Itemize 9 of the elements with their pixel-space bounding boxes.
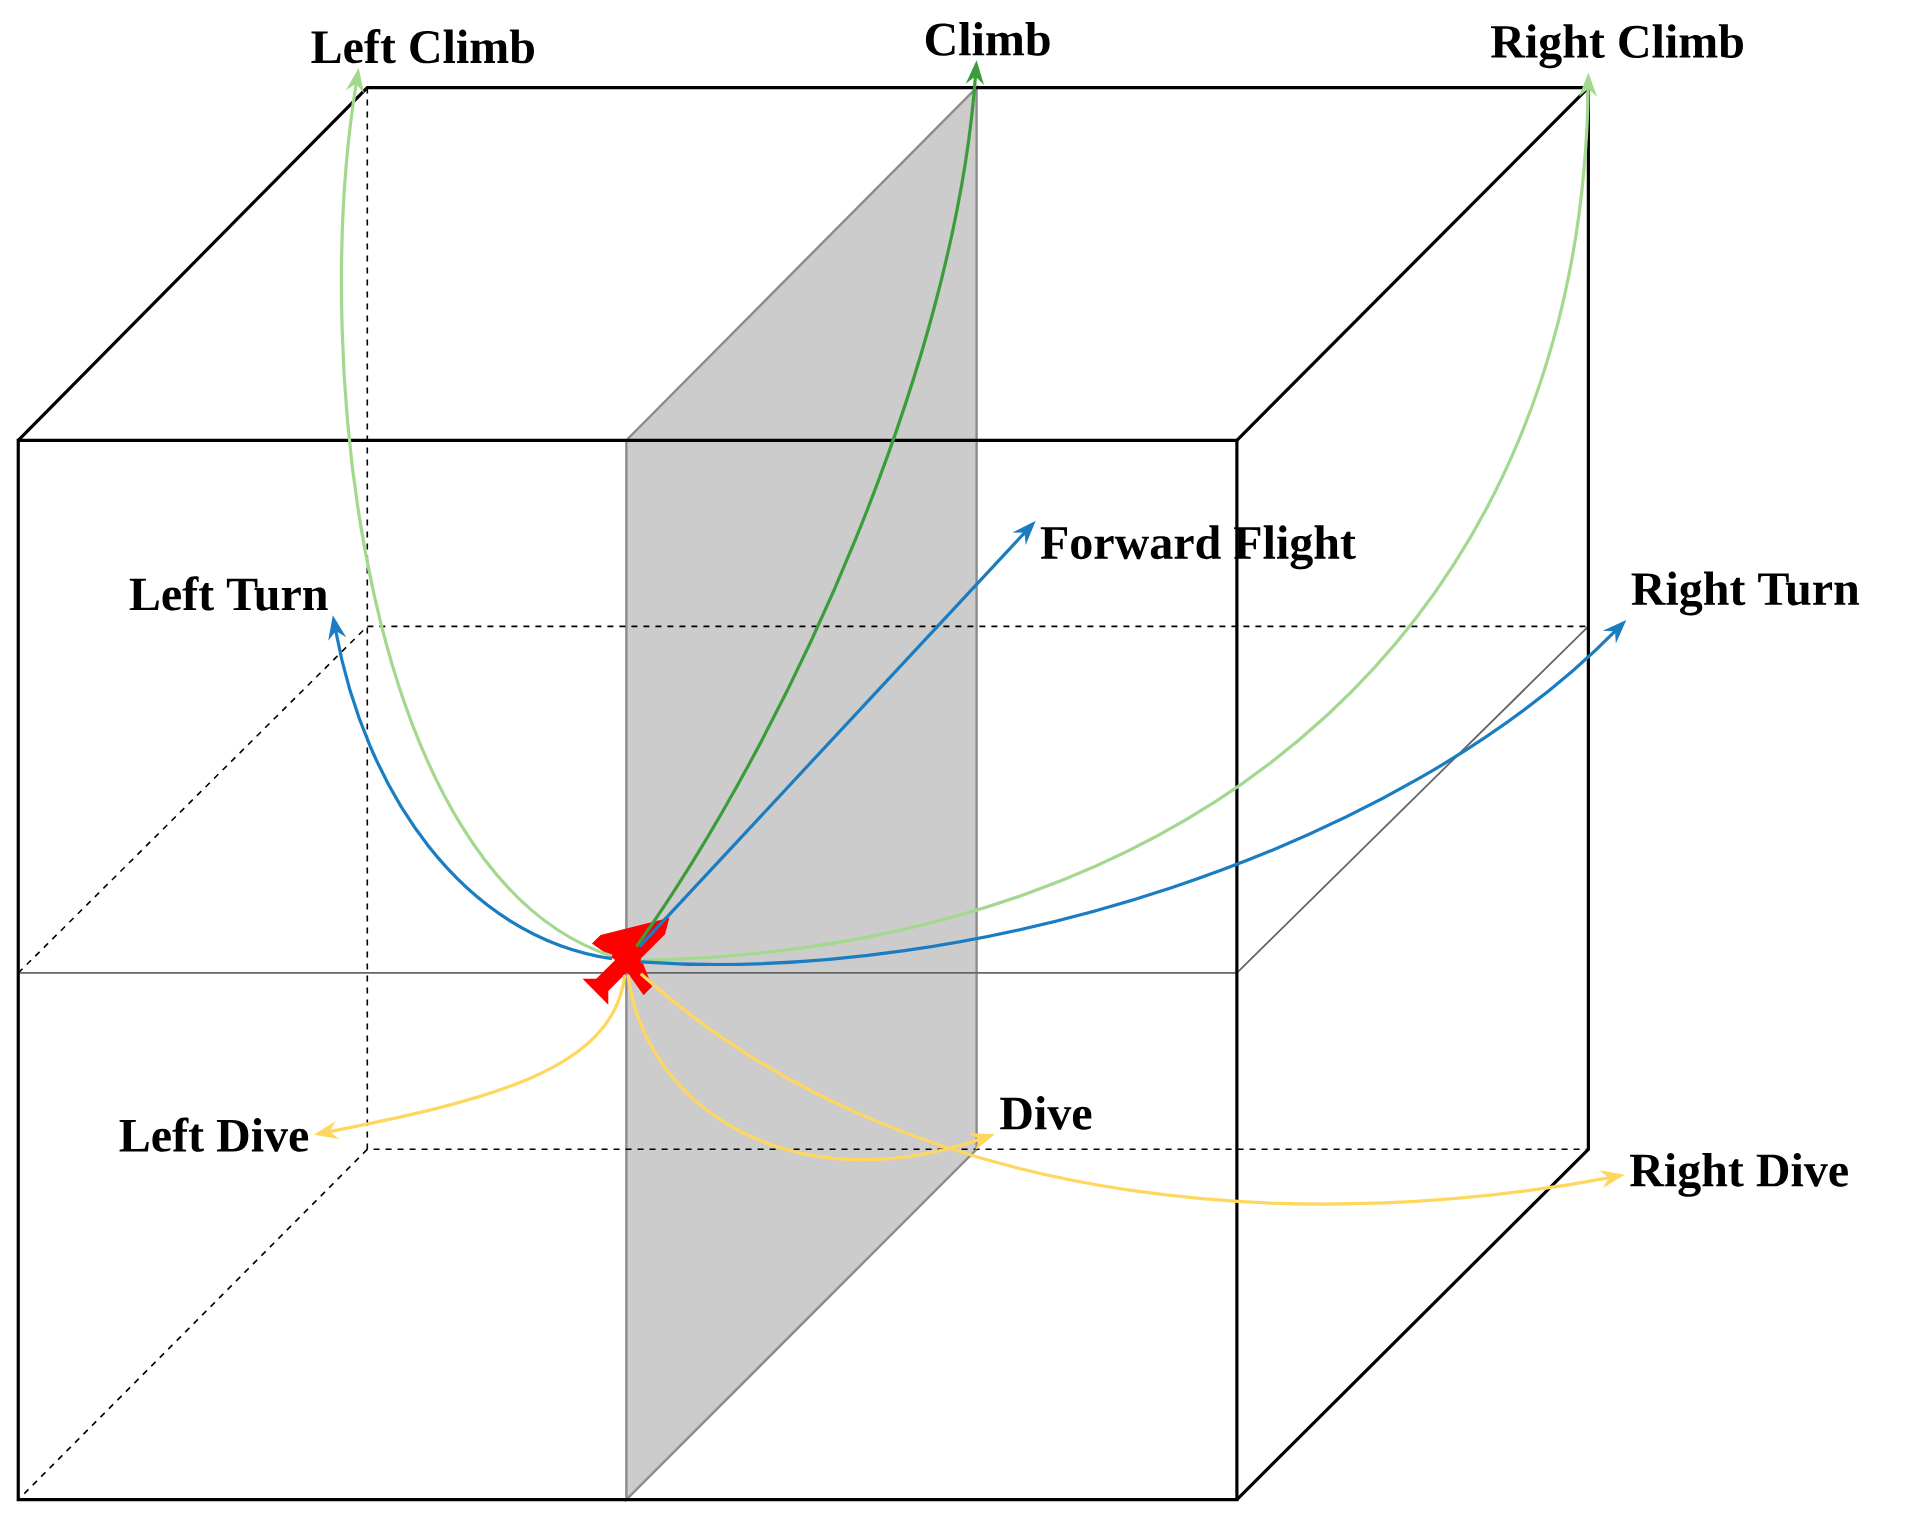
- direction-label: Climb: [925, 21, 1050, 56]
- airplane-drawing: [582, 917, 670, 1005]
- direction-label: Dive: [1000, 1095, 1092, 1130]
- direction-label: Left Dive: [119, 1117, 309, 1152]
- direction-label: Right Climb: [1491, 24, 1743, 68]
- direction-label: Left Turn: [129, 576, 328, 611]
- direction-label: Left Climb: [311, 28, 534, 64]
- direction-label: Right Dive: [1630, 1152, 1848, 1197]
- direction-label: Right Turn: [1631, 571, 1860, 616]
